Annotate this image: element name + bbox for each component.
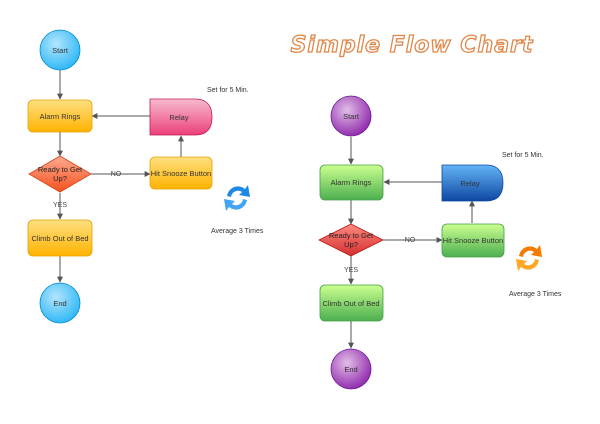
right-repeat-note: Average 3 Times [509, 291, 562, 298]
right-alarm-node: Alarm Rings [319, 164, 384, 201]
left-flowchart: Start Alarm Rings Relay Set for 5 Min. R… [27, 29, 264, 324]
left-relay-label: Relay [169, 113, 188, 122]
left-repeat-note: Average 3 Times [211, 228, 264, 235]
left-edge-yes-label: YES [53, 202, 67, 209]
left-alarm-node: Alarm Rings [27, 99, 93, 133]
left-climb-label: Climb Out of Bed [31, 234, 88, 243]
left-alarm-label: Alarm Rings [40, 112, 81, 121]
right-relay-node: Relay [441, 164, 504, 202]
right-decision-node: Ready to Get Up? [318, 223, 384, 257]
left-end-node: End [39, 282, 81, 324]
right-climb-label: Climb Out of Bed [322, 299, 379, 308]
left-end-label: End [53, 299, 66, 308]
left-decision-node: Ready to Get Up? [28, 155, 92, 193]
left-timer-note: Set for 5 Min. [207, 87, 249, 94]
right-climb-node: Climb Out of Bed [319, 284, 384, 322]
right-edge-no-label: NO [405, 237, 416, 244]
right-start-label: Start [343, 112, 360, 121]
right-cycle-icon [516, 245, 542, 271]
right-end-label: End [344, 365, 357, 374]
left-decision-label-line1: Ready to Get [38, 165, 83, 174]
left-climb-node: Climb Out of Bed [27, 219, 93, 257]
left-start-label: Start [52, 46, 69, 55]
right-edge-yes-label: YES [344, 267, 358, 274]
chart-title: Simple Flow Chart [291, 33, 534, 58]
right-snooze-node: Hit Snooze Button [441, 223, 505, 258]
left-snooze-label: Hit Snooze Button [151, 169, 211, 178]
left-start-node: Start [39, 29, 81, 71]
right-snooze-label: Hit Snooze Button [443, 236, 503, 245]
right-alarm-label: Alarm Rings [331, 178, 372, 187]
left-relay-node: Relay [149, 98, 213, 136]
right-relay-label: Relay [460, 179, 479, 188]
right-decision-label-line2: Up? [344, 240, 358, 249]
left-decision-label-line2: Up? [53, 174, 67, 183]
right-flowchart: Start Alarm Rings Relay Set for 5 Min. R… [318, 95, 562, 390]
left-edge-no-label: NO [111, 171, 122, 178]
right-timer-note: Set for 5 Min. [502, 152, 544, 159]
right-start-node: Start [330, 95, 372, 137]
left-cycle-icon [224, 185, 250, 211]
right-decision-label-line1: Ready to Get [329, 231, 374, 240]
right-end-node: End [330, 348, 372, 390]
left-snooze-node: Hit Snooze Button [149, 156, 213, 190]
